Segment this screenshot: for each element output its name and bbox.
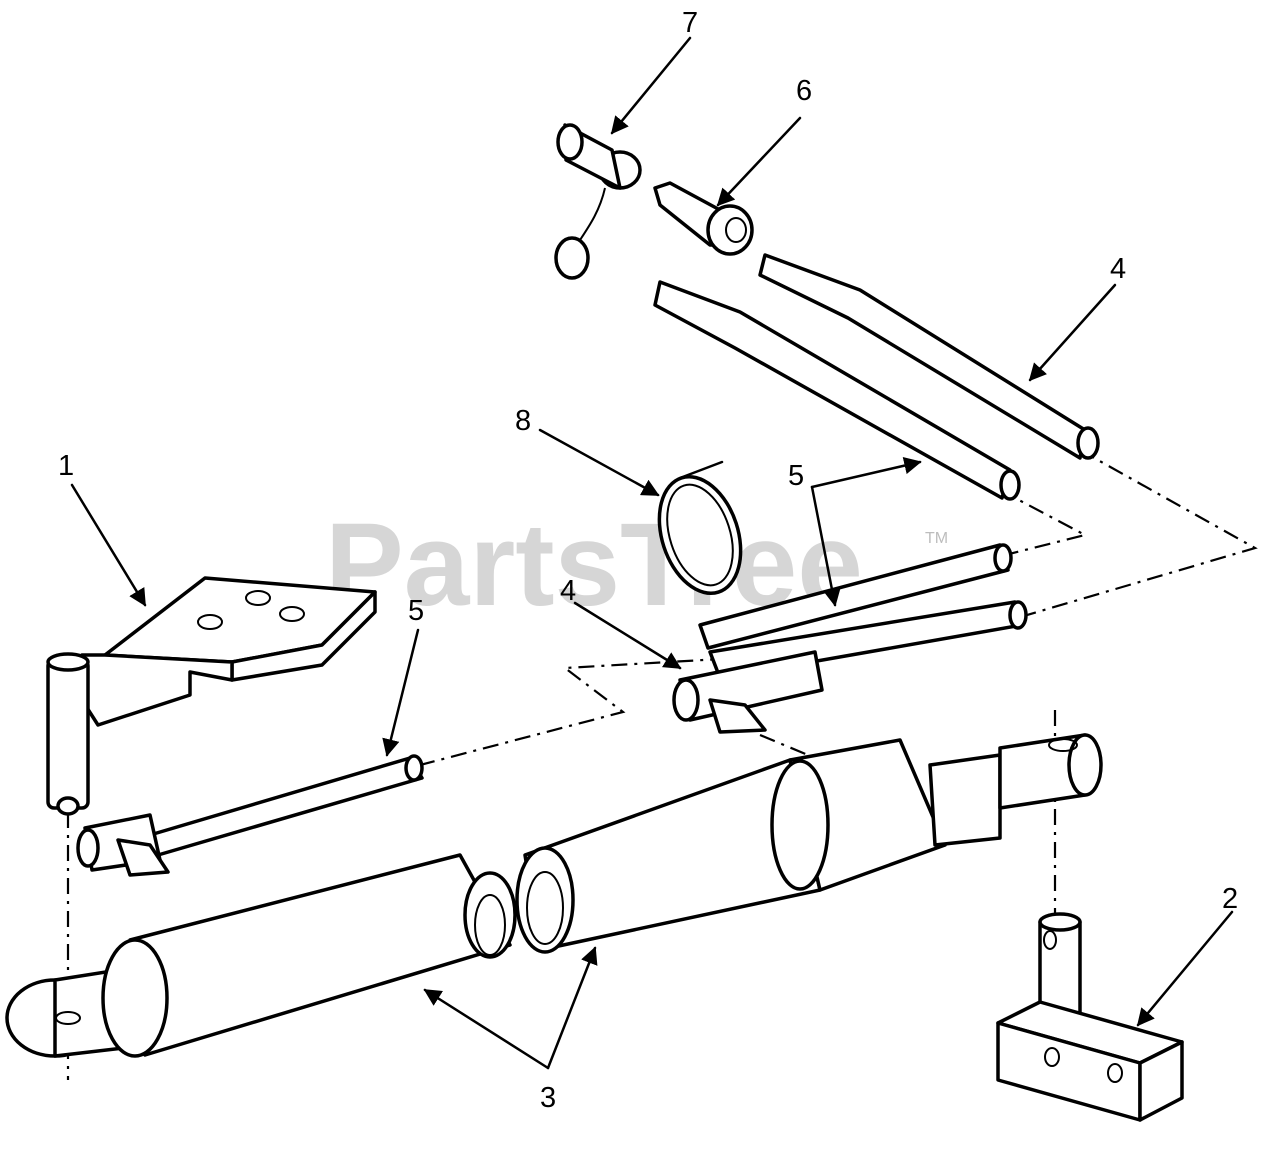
callout-2: 2 bbox=[1222, 883, 1238, 915]
watermark-trademark: TM bbox=[925, 530, 948, 547]
pivot-bracket bbox=[46, 576, 377, 816]
callout-8: 8 bbox=[515, 405, 531, 437]
leader-arrows bbox=[70, 36, 1234, 1070]
hydraulic-fitting bbox=[653, 181, 754, 256]
dust-cap bbox=[554, 123, 642, 280]
callout-labels: 1 2 3 4 4 5 5 6 7 8 bbox=[58, 7, 1238, 1114]
callout-4-top: 4 bbox=[1110, 253, 1126, 285]
hydraulic-cylinder-barrel bbox=[5, 853, 517, 1058]
hydraulic-cylinder-rod bbox=[515, 733, 1103, 954]
callout-6: 6 bbox=[796, 75, 812, 107]
callout-5-left: 5 bbox=[408, 595, 424, 627]
pivot-block bbox=[996, 912, 1184, 1122]
callout-5-right: 5 bbox=[788, 460, 804, 492]
hose-section-middle bbox=[672, 543, 1028, 734]
callout-3: 3 bbox=[540, 1082, 556, 1114]
hose-assembly-upper bbox=[653, 253, 1100, 501]
callout-1: 1 bbox=[58, 450, 74, 482]
hose-clamp bbox=[657, 460, 743, 596]
callout-4-mid: 4 bbox=[560, 575, 576, 607]
callout-7: 7 bbox=[682, 7, 698, 39]
hose-assembly-lower bbox=[76, 754, 424, 877]
